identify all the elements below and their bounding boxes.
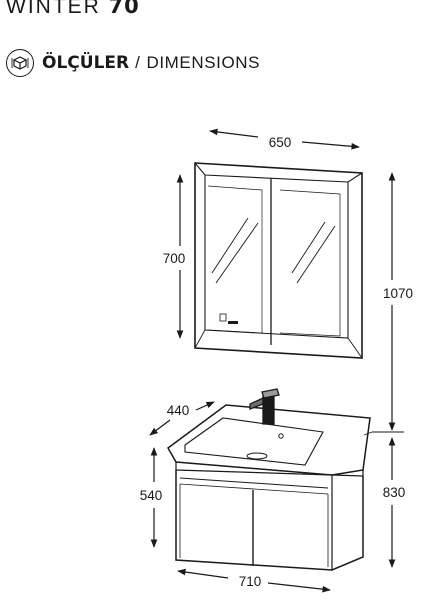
mirror-reflection-lines	[211, 217, 336, 284]
vanity-height-label: 540	[140, 488, 163, 503]
model-name: WINTER	[6, 0, 101, 18]
dimension-lines	[149, 128, 404, 593]
model-number: 70	[108, 0, 140, 18]
brand-logo-mark	[219, 313, 238, 324]
depth-dim-line-end	[195, 401, 215, 411]
section-title-en: DIMENSIONS	[146, 53, 261, 72]
cabinet-width-dim-line-right	[301, 141, 360, 150]
measure-box-icon	[6, 49, 34, 77]
mirror-cabinet	[194, 162, 363, 359]
vanity-width-label: 710	[239, 574, 262, 589]
cabinet-height-label: 700	[163, 251, 186, 266]
section-title-tr: ÖLÇÜLER	[42, 53, 130, 73]
section-heading: ÖLÇÜLER / DIMENSIONS	[6, 48, 260, 78]
vanity-cabinet	[175, 470, 364, 571]
depth-dim-line	[149, 419, 171, 436]
section-separator: /	[135, 53, 141, 72]
product-title: WINTER 70	[6, 0, 140, 19]
floor-to-top-label: 830	[383, 485, 406, 500]
cabinet-width-label: 650	[269, 135, 292, 150]
vanity-width-dim-line-right	[267, 582, 331, 593]
total-height-label: 1070	[383, 286, 413, 301]
cabinet-width-dim-line	[209, 128, 259, 138]
faucet	[249, 388, 280, 425]
depth-label: 440	[167, 403, 190, 418]
vanity-width-dim-line	[177, 568, 229, 579]
washbasin	[167, 404, 371, 477]
